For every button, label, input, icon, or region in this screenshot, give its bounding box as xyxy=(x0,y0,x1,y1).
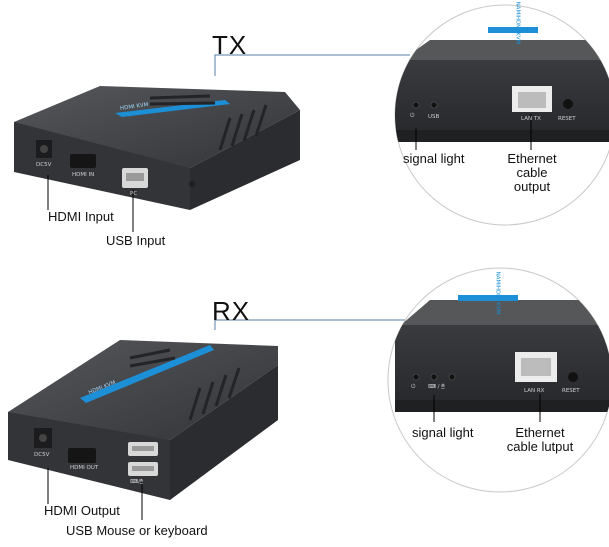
tx-hdmi-label: HDMI IN xyxy=(72,172,95,178)
rx-ethernet-line1: Ethernet xyxy=(515,425,565,440)
rx-zoom-circle xyxy=(387,267,609,493)
rx-title: RX xyxy=(212,296,251,326)
tx-side-text: NAMIHDMI KVM xyxy=(514,1,521,45)
rx-usb-callout: USB Mouse or keyboard xyxy=(66,523,208,538)
rx-panel-reset: RESET xyxy=(562,388,580,394)
rx-usb-icon: ⌨/🖱 xyxy=(130,479,144,485)
rx-side-text: NAMIHDMI KVM xyxy=(494,271,501,315)
tx-hdmi-callout: HDMI Input xyxy=(48,209,114,224)
rx-leader-line xyxy=(214,319,410,330)
tx-device-side xyxy=(190,110,300,210)
tx-signal-callout: signal light xyxy=(403,151,465,166)
tx-title: TX xyxy=(212,30,248,60)
rx-device-side xyxy=(170,365,278,500)
rx-hdmi-port xyxy=(68,448,96,463)
tx-ethernet-line1: Ethernet xyxy=(507,151,557,166)
rx-ethernet-callout: Ethernet cable lutput xyxy=(502,426,578,454)
tx-ethernet-callout: Ethernet cable output xyxy=(497,152,567,194)
tx-device xyxy=(14,86,300,210)
rx-power-icon: ⏻ xyxy=(411,384,416,390)
tx-signal-led-2 xyxy=(430,101,438,109)
rx-signal-led-1 xyxy=(412,373,420,381)
rx-hdmi-label: HDMI OUT xyxy=(70,465,99,471)
rx-dc-label: DC5V xyxy=(34,452,50,458)
tx-power-icon: ⏻ xyxy=(410,113,415,119)
tx-dc-label: DC5V xyxy=(36,162,52,168)
tx-zoom-circle xyxy=(394,4,609,226)
rx-keyboard-mouse-icon: ⌨ / 🖱 xyxy=(428,384,445,390)
rx-ethernet-line2: cable lutput xyxy=(506,439,574,454)
tx-leader-line xyxy=(214,54,410,76)
rx-signal-callout: signal light xyxy=(412,425,474,440)
rx-reset-button xyxy=(568,372,578,382)
tx-hdmi-port xyxy=(70,154,96,168)
tx-panel-usb: USB xyxy=(428,114,440,120)
tx-usb-label: PC xyxy=(130,191,138,197)
tx-usb-callout: USB Input xyxy=(106,233,166,248)
rx-panel-lan: LAN RX xyxy=(524,388,545,394)
tx-reset-button xyxy=(563,99,573,109)
rx-hdmi-callout: HDMI Output xyxy=(44,503,120,518)
tx-ethernet-line2: cable output xyxy=(513,165,551,194)
rx-device-top xyxy=(8,340,278,440)
tx-panel-lan: LAN TX xyxy=(521,116,541,122)
tx-panel-reset: RESET xyxy=(558,116,576,122)
rx-accent-stripe xyxy=(80,345,214,403)
rx-device xyxy=(8,340,278,500)
rx-signal-led-3 xyxy=(448,373,456,381)
rx-signal-led-2 xyxy=(430,373,438,381)
tx-signal-led-1 xyxy=(412,101,420,109)
